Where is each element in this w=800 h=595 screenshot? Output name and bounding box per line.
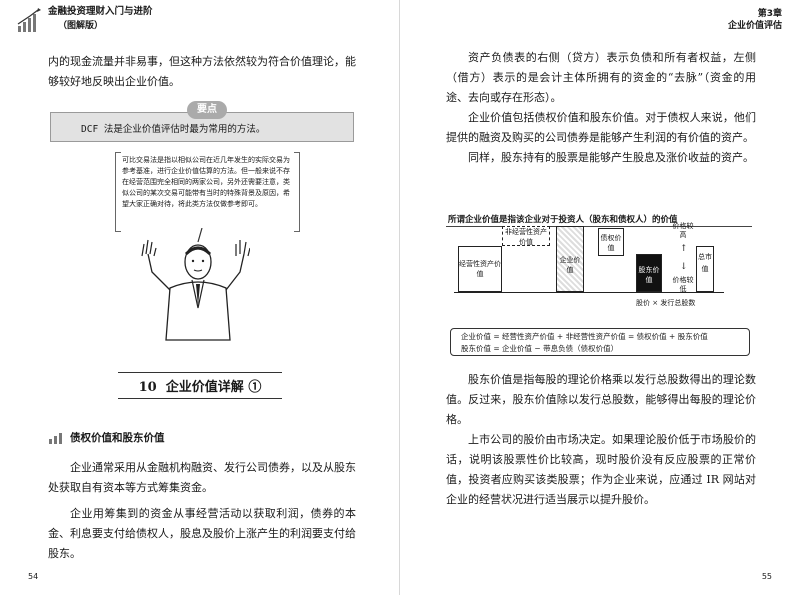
price-low-label: 价格较低 [672,276,694,293]
paragraph-enterprise-value: 企业价值包括债权价值和股东价值。对于债权人来说，他们提供的融资及购买的公司债券是… [446,111,756,144]
speech-bubble-text: 可比交易法是指以相似公司在近几年发生的实际交易为参考基准，进行企业价值估算的方法… [122,156,290,208]
section-rule-bottom [118,398,282,399]
paragraph-market-price: 上市公司的股价由市场决定。如果理论股价低于市场股价的话，说明该股票性价比较高，现… [446,433,756,506]
diagram-baseline [454,292,724,293]
arrow-up-icon: ↑ [680,244,688,254]
diagram-title: 所谓企业价值是指该企业对于投资人（股东和债权人）的价值 [448,215,678,225]
non-operating-asset-box: 非经营性资产价值 [502,226,550,246]
bar-chart-logo-icon [16,6,44,34]
section-title-text: 企业价值详解 [165,380,244,395]
paragraph-profit: 企业用筹集到的资金从事经营活动以获取利润，债券的本金、利息要支付给债权人，股息及… [48,507,356,560]
body-paragraphs-left: 企业通常采用从金融机构融资、发行公司债券，以及从股东处获取自有资本等方式筹集资金… [48,458,356,564]
paragraph-balance-sheet: 资产负债表的右侧（贷方）表示负债和所有者权益，左侧（借方）表示的是会计主体所拥有… [446,51,756,104]
paragraph-theoretical-price: 股东价值是指每股的理论价格乘以发行总股数得出的理论数值。反过来，股东价值除以发行… [446,373,756,426]
paragraph-financing: 企业通常采用从金融机构融资、发行公司债券，以及从股东处获取自有资本等方式筹集资金… [48,461,356,494]
price-high-label: 价格较高 [672,222,694,239]
share-calc-label: 股价 × 发行总股数 [636,299,696,307]
formula-equity: 股东价值 = 企业价值 − 带息负债（债权价值） [461,344,619,353]
body-paragraphs-right-top: 资产负债表的右侧（贷方）表示负债和所有者权益，左侧（借方）表示的是会计主体所拥有… [446,48,756,168]
right-page: 第3章 企业价值评估 资产负债表的右侧（贷方）表示负债和所有者权益，左侧（借方）… [400,0,800,595]
enterprise-value-box: 企业价值 [556,226,584,292]
bubble-bracket-left [115,152,121,232]
diagram-rule [446,226,752,227]
paragraph-shareholder: 同样，股东持有的股票是能够产生股息及涨价收益的资产。 [468,151,754,164]
body-paragraphs-right-bottom: 股东价值是指每股的理论价格乘以发行总股数得出的理论数值。反过来，股东价值除以发行… [446,370,756,510]
debt-value-box: 债权价值 [598,228,624,256]
key-point-text: DCF 法是企业价值评估时最为常用的方法。 [81,124,266,135]
formula-enterprise: 企业价值 = 经营性资产价值 + 非经营性资产价值 = 债权价值 + 股东价值 [461,332,708,341]
left-page: 金融投资理财入门与进阶 （图解版） 内的现金流量并非易事，但这种方法依然较为符合… [16,0,400,595]
chart-bars-icon [49,432,62,444]
page-number-right: 55 [761,572,772,581]
chapter-header: 第3章 企业价值评估 [728,8,782,32]
section-heading: 10 企业价值详解 ① [100,376,300,395]
subsection-title: 债权价值和股东价值 [70,432,165,444]
page-number-left: 54 [28,572,39,581]
section-rule-top [118,372,282,373]
chapter-number: 第3章 [757,9,782,19]
subsection-heading: 债权价值和股东价值 [48,430,165,445]
operating-asset-box: 经营性资产价值 [458,246,502,292]
chapter-title: 企业价值评估 [727,21,782,31]
intro-paragraph: 内的现金流量并非易事，但这种方法依然较为符合价值理论，能够较好地反映出企业价值。 [48,55,356,88]
bubble-bracket-right [294,152,300,232]
key-point-tag: 要点 [187,101,227,119]
section-number: 10 [138,380,157,395]
book-title: 金融投资理财入门与进阶 [48,6,153,17]
book-subtitle: （图解版） [58,21,104,31]
total-market-value-box: 总市值 [696,246,714,292]
formula-box: 企业价值 = 经营性资产价值 + 非经营性资产价值 = 债权价值 + 股东价值 … [450,328,750,356]
key-point-box: 要点 DCF 法是企业价值评估时最为常用的方法。 [50,101,354,142]
arrow-down-icon: ↓ [680,262,688,272]
section-circle-number: ① [248,380,262,395]
businessman-illustration [141,228,250,341]
equity-value-box: 股东价值 [636,254,662,292]
book-header: 金融投资理财入门与进阶 （图解版） [16,6,153,34]
